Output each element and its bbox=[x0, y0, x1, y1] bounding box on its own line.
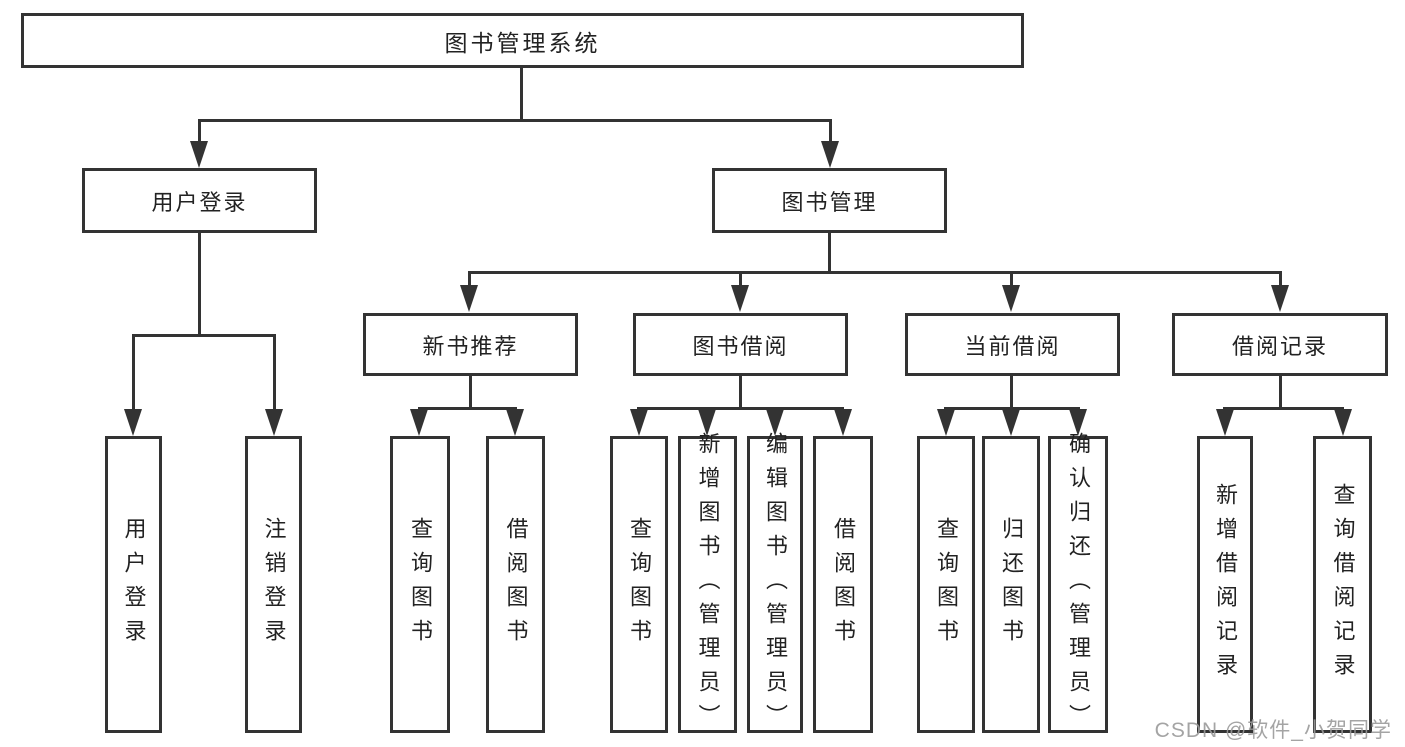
node-borrow-record: 借阅记录 bbox=[1172, 313, 1388, 376]
node-current-borrow: 当前借阅 bbox=[905, 313, 1120, 376]
node-user-login: 用户登录 bbox=[82, 168, 317, 233]
connector-line bbox=[132, 334, 276, 337]
connector-line bbox=[739, 272, 742, 288]
leaf-return-book: 归还图书 bbox=[982, 436, 1040, 733]
connector-line bbox=[1010, 272, 1013, 288]
arrowhead-down bbox=[834, 409, 852, 436]
arrowhead-down bbox=[937, 409, 955, 436]
connector-line bbox=[198, 119, 832, 122]
arrowhead-down bbox=[1002, 285, 1020, 312]
arrowhead-down bbox=[1271, 285, 1289, 312]
leaf-current-query-book: 查询图书 bbox=[917, 436, 975, 733]
connector-line bbox=[739, 376, 742, 409]
arrowhead-down bbox=[630, 409, 648, 436]
leaf-user-login: 用户登录 bbox=[105, 436, 162, 733]
node-book-management: 图书管理 bbox=[712, 168, 947, 233]
connector-line bbox=[198, 120, 201, 145]
leaf-confirm-return-admin: 确认归还（管理员） bbox=[1048, 432, 1108, 738]
node-user-login-label: 用户登录 bbox=[151, 189, 248, 215]
leaf-edit-book-admin-label: 编辑图书（管理员） bbox=[763, 431, 788, 738]
leaf-borrow-query-book-label: 查询图书 bbox=[627, 516, 652, 653]
connector-line bbox=[1279, 272, 1282, 288]
connector-line bbox=[944, 407, 1080, 410]
leaf-borrow-book-label: 借阅图书 bbox=[831, 516, 856, 653]
arrowhead-down bbox=[731, 285, 749, 312]
leaf-add-borrow-record-label: 新增借阅记录 bbox=[1213, 482, 1238, 687]
leaf-confirm-return-admin-label: 确认归还（管理员） bbox=[1066, 431, 1091, 738]
connector-line bbox=[829, 120, 832, 145]
connector-line bbox=[468, 271, 1282, 274]
leaf-query-borrow-record: 查询借阅记录 bbox=[1313, 436, 1372, 733]
arrowhead-down bbox=[698, 409, 716, 436]
connector-line bbox=[273, 335, 276, 411]
node-book-borrow: 图书借阅 bbox=[633, 313, 848, 376]
leaf-newbook-borrow-book-label: 借阅图书 bbox=[503, 516, 529, 653]
leaf-newbook-query-book-label: 查询图书 bbox=[408, 516, 433, 653]
leaf-query-borrow-record-label: 查询借阅记录 bbox=[1330, 482, 1356, 687]
arrowhead-down bbox=[410, 409, 428, 436]
node-root-label: 图书管理系统 bbox=[444, 29, 601, 56]
arrowhead-down bbox=[124, 409, 142, 436]
node-new-book-recommend-label: 新书推荐 bbox=[422, 333, 519, 359]
connector-line bbox=[1010, 376, 1013, 409]
leaf-current-query-book-label: 查询图书 bbox=[934, 516, 959, 653]
connector-line bbox=[418, 407, 517, 410]
connector-line bbox=[637, 407, 844, 410]
connector-line bbox=[520, 68, 523, 120]
node-book-management-label: 图书管理 bbox=[781, 189, 878, 215]
arrowhead-down bbox=[265, 409, 283, 436]
leaf-add-borrow-record: 新增借阅记录 bbox=[1197, 436, 1253, 733]
leaf-newbook-query-book: 查询图书 bbox=[390, 436, 450, 733]
connector-line bbox=[828, 233, 831, 274]
arrowhead-down bbox=[1334, 409, 1352, 436]
node-new-book-recommend: 新书推荐 bbox=[363, 313, 578, 376]
node-current-borrow-label: 当前借阅 bbox=[964, 333, 1061, 359]
leaf-logout-label: 注销登录 bbox=[261, 516, 287, 653]
node-root: 图书管理系统 bbox=[21, 13, 1024, 68]
connector-line bbox=[1223, 407, 1344, 410]
leaf-add-book-admin: 新增图书（管理员） bbox=[678, 432, 737, 738]
connector-line bbox=[1279, 376, 1282, 409]
leaf-newbook-borrow-book: 借阅图书 bbox=[486, 436, 545, 733]
arrowhead-down bbox=[1069, 409, 1087, 436]
connector-line bbox=[469, 376, 472, 409]
leaf-logout: 注销登录 bbox=[245, 436, 302, 733]
node-borrow-record-label: 借阅记录 bbox=[1231, 333, 1328, 359]
leaf-edit-book-admin: 编辑图书（管理员） bbox=[747, 432, 803, 738]
connector-line bbox=[198, 233, 201, 337]
arrowhead-down bbox=[1216, 409, 1234, 436]
leaf-user-login-label: 用户登录 bbox=[121, 516, 147, 653]
arrowhead-down bbox=[1002, 409, 1020, 436]
node-book-borrow-label: 图书借阅 bbox=[692, 333, 789, 359]
leaf-borrow-book: 借阅图书 bbox=[813, 436, 873, 733]
connector-line bbox=[132, 335, 135, 411]
arrowhead-down bbox=[821, 141, 839, 168]
leaf-borrow-query-book: 查询图书 bbox=[610, 436, 668, 733]
csdn-watermark: CSDN @软件_小贺同学 bbox=[1154, 719, 1392, 742]
connector-line bbox=[468, 272, 471, 288]
leaf-add-book-admin-label: 新增图书（管理员） bbox=[695, 431, 721, 738]
arrowhead-down bbox=[506, 409, 524, 436]
arrowhead-down bbox=[766, 409, 784, 436]
leaf-return-book-label: 归还图书 bbox=[999, 516, 1024, 653]
arrowhead-down bbox=[190, 141, 208, 168]
arrowhead-down bbox=[460, 285, 478, 312]
